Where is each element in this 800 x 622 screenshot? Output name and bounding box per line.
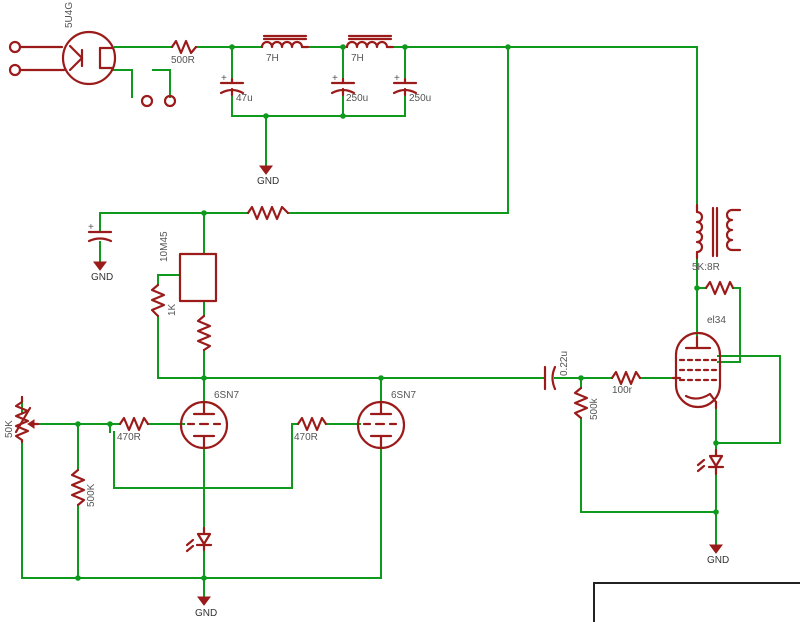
output-transformer: 5K:8R (692, 203, 742, 273)
input-connector-top (8, 40, 64, 54)
label-cap-47u: 47u (236, 93, 253, 104)
label-gnd-right: GND (707, 555, 729, 566)
resistor-1k: 1K (150, 283, 178, 318)
capacitor-coupling-022u: 0.22u (543, 351, 570, 391)
label-tube-el34: el34 (707, 315, 726, 326)
label-pot-50k: 50K (4, 420, 15, 438)
capacitor-47u: + 47u (219, 73, 253, 104)
label-transformer: 5K:8R (692, 262, 720, 273)
capacitor-filter-left: + (87, 222, 113, 243)
resistor-500r: 500R (170, 39, 198, 66)
label-rectifier: 5U4G (64, 2, 75, 28)
junction-dots (75, 44, 719, 581)
label-r-470r-a: 470R (117, 432, 141, 443)
resistor-b-plus (246, 205, 290, 221)
label-tube-6sn7-a: 6SN7 (214, 390, 239, 401)
svg-text:+: + (221, 73, 227, 84)
label-r-500k-right: 500k (589, 397, 600, 420)
resistor-470r-b: 470R (294, 416, 328, 443)
label-choke-1: 7H (266, 53, 279, 64)
resistor-500k-right: 500k (573, 386, 600, 420)
ground-left: GND (91, 261, 113, 283)
potentiometer-50k: 50K (4, 395, 40, 444)
resistor-470r-a: 470R (117, 416, 150, 443)
wires (21, 46, 781, 598)
label-r-1k: 1K (167, 303, 178, 316)
input-connector-bottom (8, 63, 66, 77)
led-output (696, 448, 725, 476)
ground-psu: GND (257, 165, 279, 187)
label-cap-250u-a: 250u (346, 93, 368, 104)
label-cap-250u-b: 250u (409, 93, 431, 104)
label-gnd-left: GND (91, 272, 113, 283)
capacitor-250u-b: + 250u (392, 73, 431, 104)
triode-6sn7-a: 6SN7 (179, 390, 239, 450)
label-r-470r-b: 470R (294, 432, 318, 443)
output-connector-right (163, 94, 177, 108)
svg-text:+: + (88, 222, 94, 233)
regulator-10m45: 10M45 (159, 231, 218, 303)
resistor-feedback (704, 280, 735, 296)
capacitor-250u-a: + 250u (330, 73, 368, 104)
ground-bottom: GND (195, 596, 217, 619)
choke-2: 7H (345, 34, 395, 64)
label-r-100r: 100r (612, 385, 633, 396)
label-gnd-psu: GND (257, 176, 279, 187)
resistor-500k-left: 500K (70, 468, 97, 507)
svg-text:+: + (394, 73, 400, 84)
label-gnd-bottom: GND (195, 608, 217, 619)
pentode-el34: el34 (671, 315, 726, 410)
led-preamp (185, 526, 213, 553)
label-tube-6sn7-b: 6SN7 (391, 390, 416, 401)
output-connector-left (140, 94, 154, 108)
rectifier-tube-5u4g: 5U4G (61, 2, 117, 86)
resistor-100r: 100r (610, 370, 642, 396)
label-choke-2: 7H (351, 53, 364, 64)
drawing-frame (593, 582, 800, 622)
triode-6sn7-b: 6SN7 (356, 390, 416, 450)
ground-right: GND (707, 544, 729, 566)
svg-text:+: + (332, 73, 338, 84)
resistor-plate (196, 314, 212, 352)
label-relay: 10M45 (159, 231, 170, 262)
choke-1: 7H (260, 34, 310, 64)
label-cap-022u: 0.22u (559, 351, 570, 376)
label-r-500k-left: 500K (86, 483, 97, 507)
label-r-500r: 500R (171, 55, 195, 66)
